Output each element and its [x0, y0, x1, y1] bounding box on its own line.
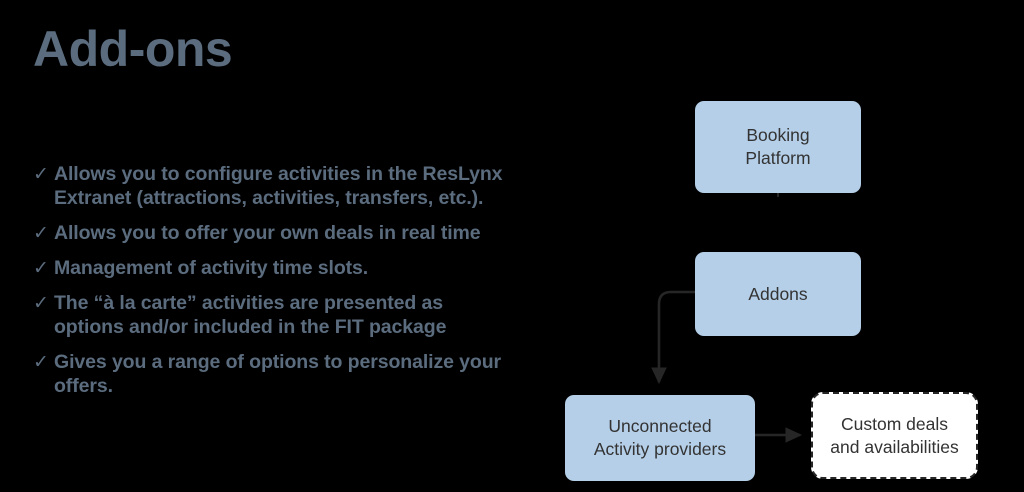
diagram-node-label-line2: and availabilities	[830, 436, 959, 457]
list-item: ✓ Allows you to offer your own deals in …	[33, 221, 503, 245]
list-item-label: The “à la carte” activities are presente…	[54, 292, 447, 338]
list-item: ✓ The “à la carte” activities are presen…	[33, 291, 503, 339]
diagram-node-label: Custom deals and availabilities	[830, 413, 958, 459]
diagram-node-label-line2: Activity providers	[593, 439, 727, 459]
check-icon: ✓	[33, 163, 49, 185]
diagram-node-unconnected-activity-providers[interactable]: Unconnected Activity providers	[565, 395, 755, 481]
check-icon: ✓	[33, 351, 49, 373]
list-item-label: Allows you to configure activities in th…	[54, 163, 503, 209]
diagram-node-addons[interactable]: Addons	[695, 252, 861, 336]
connector-addons-to-unconnected	[651, 290, 695, 385]
list-item: ✓ Management of activity time slots.	[33, 256, 503, 280]
diagram-node-label-line1: Custom deals	[840, 413, 948, 434]
diagram-node-label: Unconnected Activity providers	[594, 415, 726, 461]
diagram-node-label-line2: Platform	[745, 148, 811, 168]
diagram-node-label-line1: Unconnected	[608, 416, 712, 436]
check-icon: ✓	[33, 257, 49, 279]
list-item: ✓ Gives you a range of options to person…	[33, 350, 503, 398]
bullet-list: ✓ Allows you to configure activities in …	[33, 162, 503, 409]
check-icon: ✓	[33, 222, 49, 244]
diagram-node-custom-deals-and-availabilities[interactable]: Custom deals and availabilities	[811, 392, 978, 479]
list-item-label: Management of activity time slots.	[54, 257, 369, 279]
page-title: Add-ons	[33, 21, 233, 77]
diagram-node-label: Booking Platform	[745, 124, 810, 170]
list-item-label: Gives you a range of options to personal…	[54, 351, 502, 397]
diagram-node-label-line1: Addons	[748, 283, 808, 304]
diagram-node-label-line1: Booking	[746, 125, 810, 145]
list-item: ✓ Allows you to configure activities in …	[33, 162, 503, 210]
check-icon: ✓	[33, 292, 49, 314]
diagram-node-booking-platform[interactable]: Booking Platform	[695, 101, 861, 193]
list-item-label: Allows you to offer your own deals in re…	[54, 222, 481, 244]
diagram-node-label: Addons	[748, 283, 807, 306]
